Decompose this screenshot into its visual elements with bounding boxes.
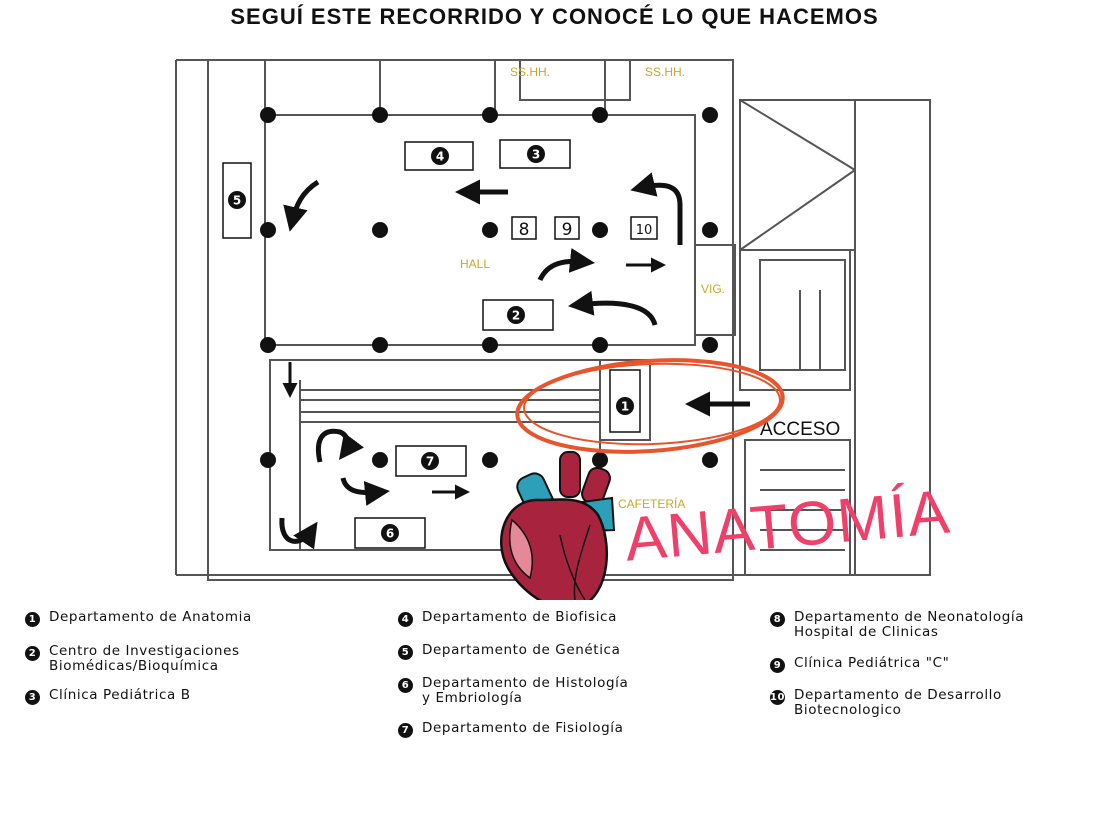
legend-number-badge: 3 xyxy=(25,690,40,705)
legend-number-badge: 4 xyxy=(398,612,413,627)
legend-label: Departamento de Desarrollo Biotecnologic… xyxy=(794,687,1002,718)
svg-text:6: 6 xyxy=(386,527,394,541)
svg-text:5: 5 xyxy=(233,194,241,208)
highlight-ellipse-2 xyxy=(523,362,781,446)
label-hall: HALL xyxy=(460,257,490,271)
legend-number-badge: 2 xyxy=(25,646,40,661)
label-vig: VIG. xyxy=(701,282,725,296)
label-sshh-left: SS.HH. xyxy=(510,65,550,79)
floor-plan: HALL VIG. CAFETERÍA SS.HH. SS.HH. ACCESO… xyxy=(175,59,931,600)
legend-label: Clínica Pediátrica "C" xyxy=(794,655,950,671)
svg-text:9: 9 xyxy=(562,220,573,240)
arrow-down-curve xyxy=(283,179,320,232)
legend-number-badge: 8 xyxy=(770,612,785,627)
arrow-u-turn xyxy=(279,517,318,550)
svg-text:8: 8 xyxy=(519,220,530,240)
station-1: 1 xyxy=(609,369,641,433)
legend-number-badge: 6 xyxy=(398,678,413,693)
svg-text:1: 1 xyxy=(621,400,629,414)
arrow-curve-down-right xyxy=(340,477,390,506)
legend-label: Departamento de Histología y Embriología xyxy=(422,675,629,706)
arrow-up-left xyxy=(630,172,683,245)
label-cafeteria: CAFETERÍA xyxy=(618,496,685,511)
heart-anatomy-icon xyxy=(499,451,616,600)
station-3: 3 xyxy=(499,139,571,169)
legend-number-badge: 5 xyxy=(398,645,413,660)
legend-label: Centro de Investigaciones Biomédicas/Bio… xyxy=(49,643,240,674)
legend-number-badge: 1 xyxy=(25,612,40,627)
station-2: 2 xyxy=(482,299,554,331)
legend-label: Departamento de Biofisica xyxy=(422,609,617,625)
page-title: SEGUÍ ESTE RECORRIDO Y CONOCÉ LO QUE HAC… xyxy=(230,4,879,29)
legend-label: Departamento de Genética xyxy=(422,642,621,658)
arrow-left-curve xyxy=(568,290,658,326)
arrow-curve-right xyxy=(537,248,595,282)
label-sshh-right: SS.HH. xyxy=(645,65,685,79)
station-8: 8 xyxy=(511,216,537,240)
legend-number-badge: 9 xyxy=(770,658,785,673)
legend-label: Departamento de Neonatología Hospital de… xyxy=(794,609,1025,640)
columns xyxy=(260,107,718,468)
legend-number-badge: 10 xyxy=(770,690,786,705)
label-acceso: ACCESO xyxy=(760,419,840,440)
walls xyxy=(175,59,931,581)
station-6: 6 xyxy=(354,517,426,549)
station-10: 10 xyxy=(630,216,658,240)
route-arrows xyxy=(279,172,750,550)
legend-label: Clínica Pediátrica B xyxy=(49,687,191,703)
svg-text:4: 4 xyxy=(436,150,444,164)
legend-label: Departamento de Fisiología xyxy=(422,720,624,736)
arrow-loop xyxy=(315,428,364,463)
station-5: 5 xyxy=(222,162,252,239)
highlight-ellipse xyxy=(515,358,785,454)
svg-text:3: 3 xyxy=(532,148,540,162)
station-7: 7 xyxy=(395,445,467,477)
legend-number-badge: 7 xyxy=(398,723,413,738)
legend-label: Departamento de Anatomia xyxy=(49,609,252,625)
svg-text:2: 2 xyxy=(512,309,520,323)
station-9: 9 xyxy=(554,216,580,240)
station-4: 4 xyxy=(404,141,474,171)
svg-text:7: 7 xyxy=(426,455,434,469)
svg-text:10: 10 xyxy=(636,223,653,238)
